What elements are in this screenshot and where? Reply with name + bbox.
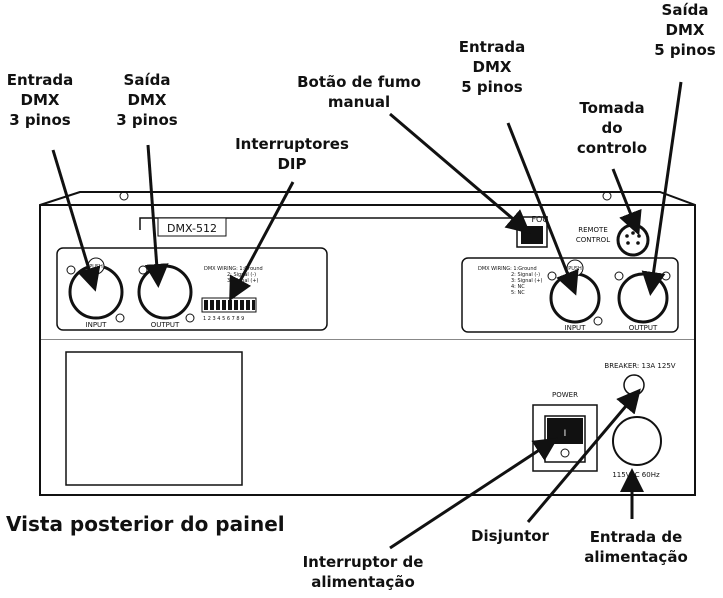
remote-label: REMOTE xyxy=(578,226,608,234)
power-label: POWER xyxy=(552,391,578,399)
output-left-label: OUTPUT xyxy=(151,321,180,329)
circuit-breaker[interactable] xyxy=(623,374,645,396)
dip-numbers: 1 2 3 4 5 6 7 8 9 xyxy=(203,316,244,322)
leader-lines xyxy=(51,81,683,550)
dmx-5pin-input-connector[interactable] xyxy=(549,272,601,324)
wiring-right-5: 5: NC xyxy=(511,290,525,296)
output-right-label: OUTPUT xyxy=(629,324,658,332)
diagram-caption: Vista posterior do painel xyxy=(6,512,285,536)
callout-tomada-do-controlo: Tomada do controlo xyxy=(576,99,648,157)
remote-control-socket[interactable] xyxy=(616,223,650,257)
dmx-5pin-output-connector[interactable] xyxy=(617,272,669,324)
dmx-512-label: DMX-512 xyxy=(167,222,217,235)
callout-interruptor-de-alimentacao: Interruptor de alimentação xyxy=(302,553,424,591)
bottom-panel: BREAKER: 13A 125V POWER I 115VAC 60Hz xyxy=(39,340,696,496)
callout-botao-fumo-manual: Botão de fumo manual xyxy=(297,73,421,111)
callout-saida-dmx-5-pinos: Saída DMX 5 pinos xyxy=(654,1,716,59)
callout-entrada-dmx-5-pinos: Entrada DMX 5 pinos xyxy=(458,38,526,96)
callout-disjuntor: Disjuntor xyxy=(471,527,549,545)
wiring-right-4: 4: NC xyxy=(511,284,525,290)
voltage-label: 115VAC 60Hz xyxy=(612,471,660,479)
blank-plate xyxy=(65,351,243,486)
dip-switch-bank[interactable] xyxy=(204,300,255,310)
push-label-left: PUSH xyxy=(89,264,103,270)
power-on-mark: I xyxy=(564,429,567,439)
control-label: CONTROL xyxy=(576,236,610,244)
wiring-right-2: 2: Signal (-) xyxy=(511,272,540,278)
input-left-label: INPUT xyxy=(86,321,108,329)
fog-label: FOG xyxy=(531,215,548,224)
input-right-label: INPUT xyxy=(565,324,587,332)
breaker-label: BREAKER: 13A 125V xyxy=(604,362,675,370)
callout-saida-dmx-3-pinos: Saída DMX 3 pinos xyxy=(116,71,178,129)
fog-button-group: FOG xyxy=(516,215,549,248)
power-inlet[interactable] xyxy=(612,416,662,466)
wiring-left-1: DMX WIRING: 1:Ground xyxy=(204,266,263,272)
right-dmx-module: DMX WIRING: 1:Ground 2: Signal (-) 3: Si… xyxy=(461,257,679,333)
wiring-right-1: DMX WIRING: 1:Ground xyxy=(478,266,537,272)
callout-entrada-de-alimentacao: Entrada de alimentação xyxy=(584,528,688,566)
dmx-3pin-output-connector[interactable] xyxy=(137,264,193,320)
callout-interruptores-dip: Interruptores DIP xyxy=(235,135,349,173)
wiring-right-3: 3: Signal (+) xyxy=(511,278,543,284)
push-label-right: PUSH xyxy=(568,266,582,272)
callout-entrada-dmx-3-pinos: Entrada DMX 3 pinos xyxy=(6,71,74,129)
